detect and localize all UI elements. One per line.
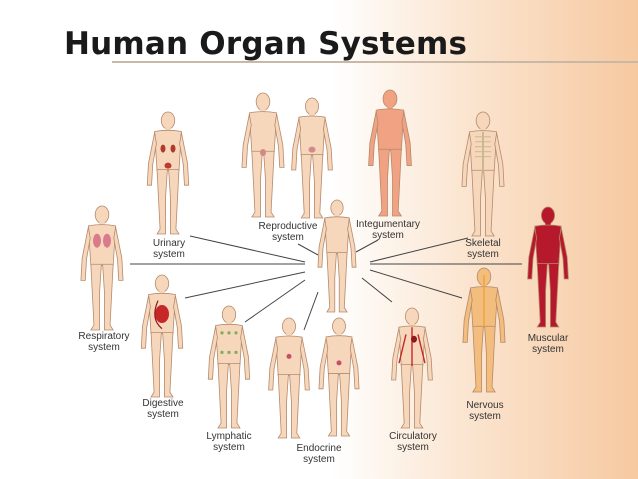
line-skeletal (369, 237, 469, 263)
figure-urinary (146, 111, 190, 235)
figure-reproductive-female (291, 97, 333, 219)
figure-endocrine-male (268, 317, 310, 439)
line-reproductive (297, 243, 319, 256)
figure-endocrine-female (318, 317, 360, 437)
figure-skeletal (461, 111, 505, 237)
line-digestive (184, 271, 306, 299)
line-integumentary (355, 239, 379, 253)
page-title: Human Organ Systems (64, 26, 468, 62)
title-underline (112, 61, 638, 63)
connector-lines (130, 235, 522, 331)
figure-respiratory (80, 205, 124, 331)
body-figures (80, 89, 569, 439)
figure-lymphatic (207, 305, 251, 429)
figure-circulatory (391, 307, 433, 429)
figure-nervous (462, 267, 506, 393)
line-circulatory (361, 277, 393, 303)
line-lymphatic (244, 279, 306, 323)
figure-center (317, 199, 357, 313)
line-endocrine (303, 291, 319, 331)
figure-reproductive-male (241, 92, 285, 218)
line-urinary (189, 235, 306, 263)
figure-integumentary (368, 89, 412, 217)
figure-digestive (140, 274, 184, 398)
figure-muscular (527, 206, 569, 328)
line-nervous (369, 269, 463, 299)
